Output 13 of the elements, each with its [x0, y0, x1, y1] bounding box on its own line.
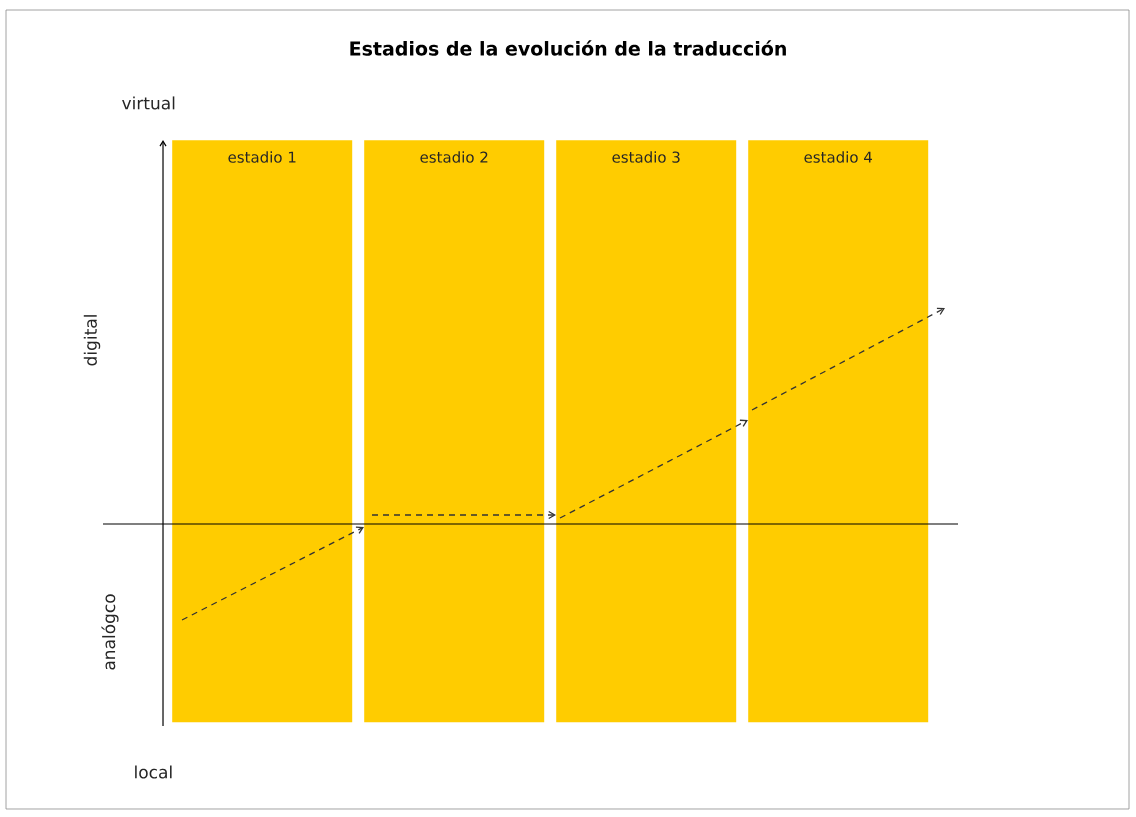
dashed-arrow [181, 526, 364, 621]
dashed-arrow [559, 419, 748, 519]
axis-label: analógco [101, 594, 119, 670]
axis-label: virtual [122, 96, 175, 110]
stage-column: estadio 4 [748, 140, 929, 723]
stage-column: estadio 1 [172, 140, 353, 723]
stage-column: estadio 3 [556, 140, 737, 723]
dashed-arrow [751, 307, 945, 411]
axis-label: digital [83, 315, 101, 366]
stage-column: estadio 2 [364, 140, 545, 723]
dashed-arrow [371, 510, 556, 520]
axis-label: local [135, 765, 172, 779]
title: Estadios de la evolución de la traducción [350, 40, 786, 56]
